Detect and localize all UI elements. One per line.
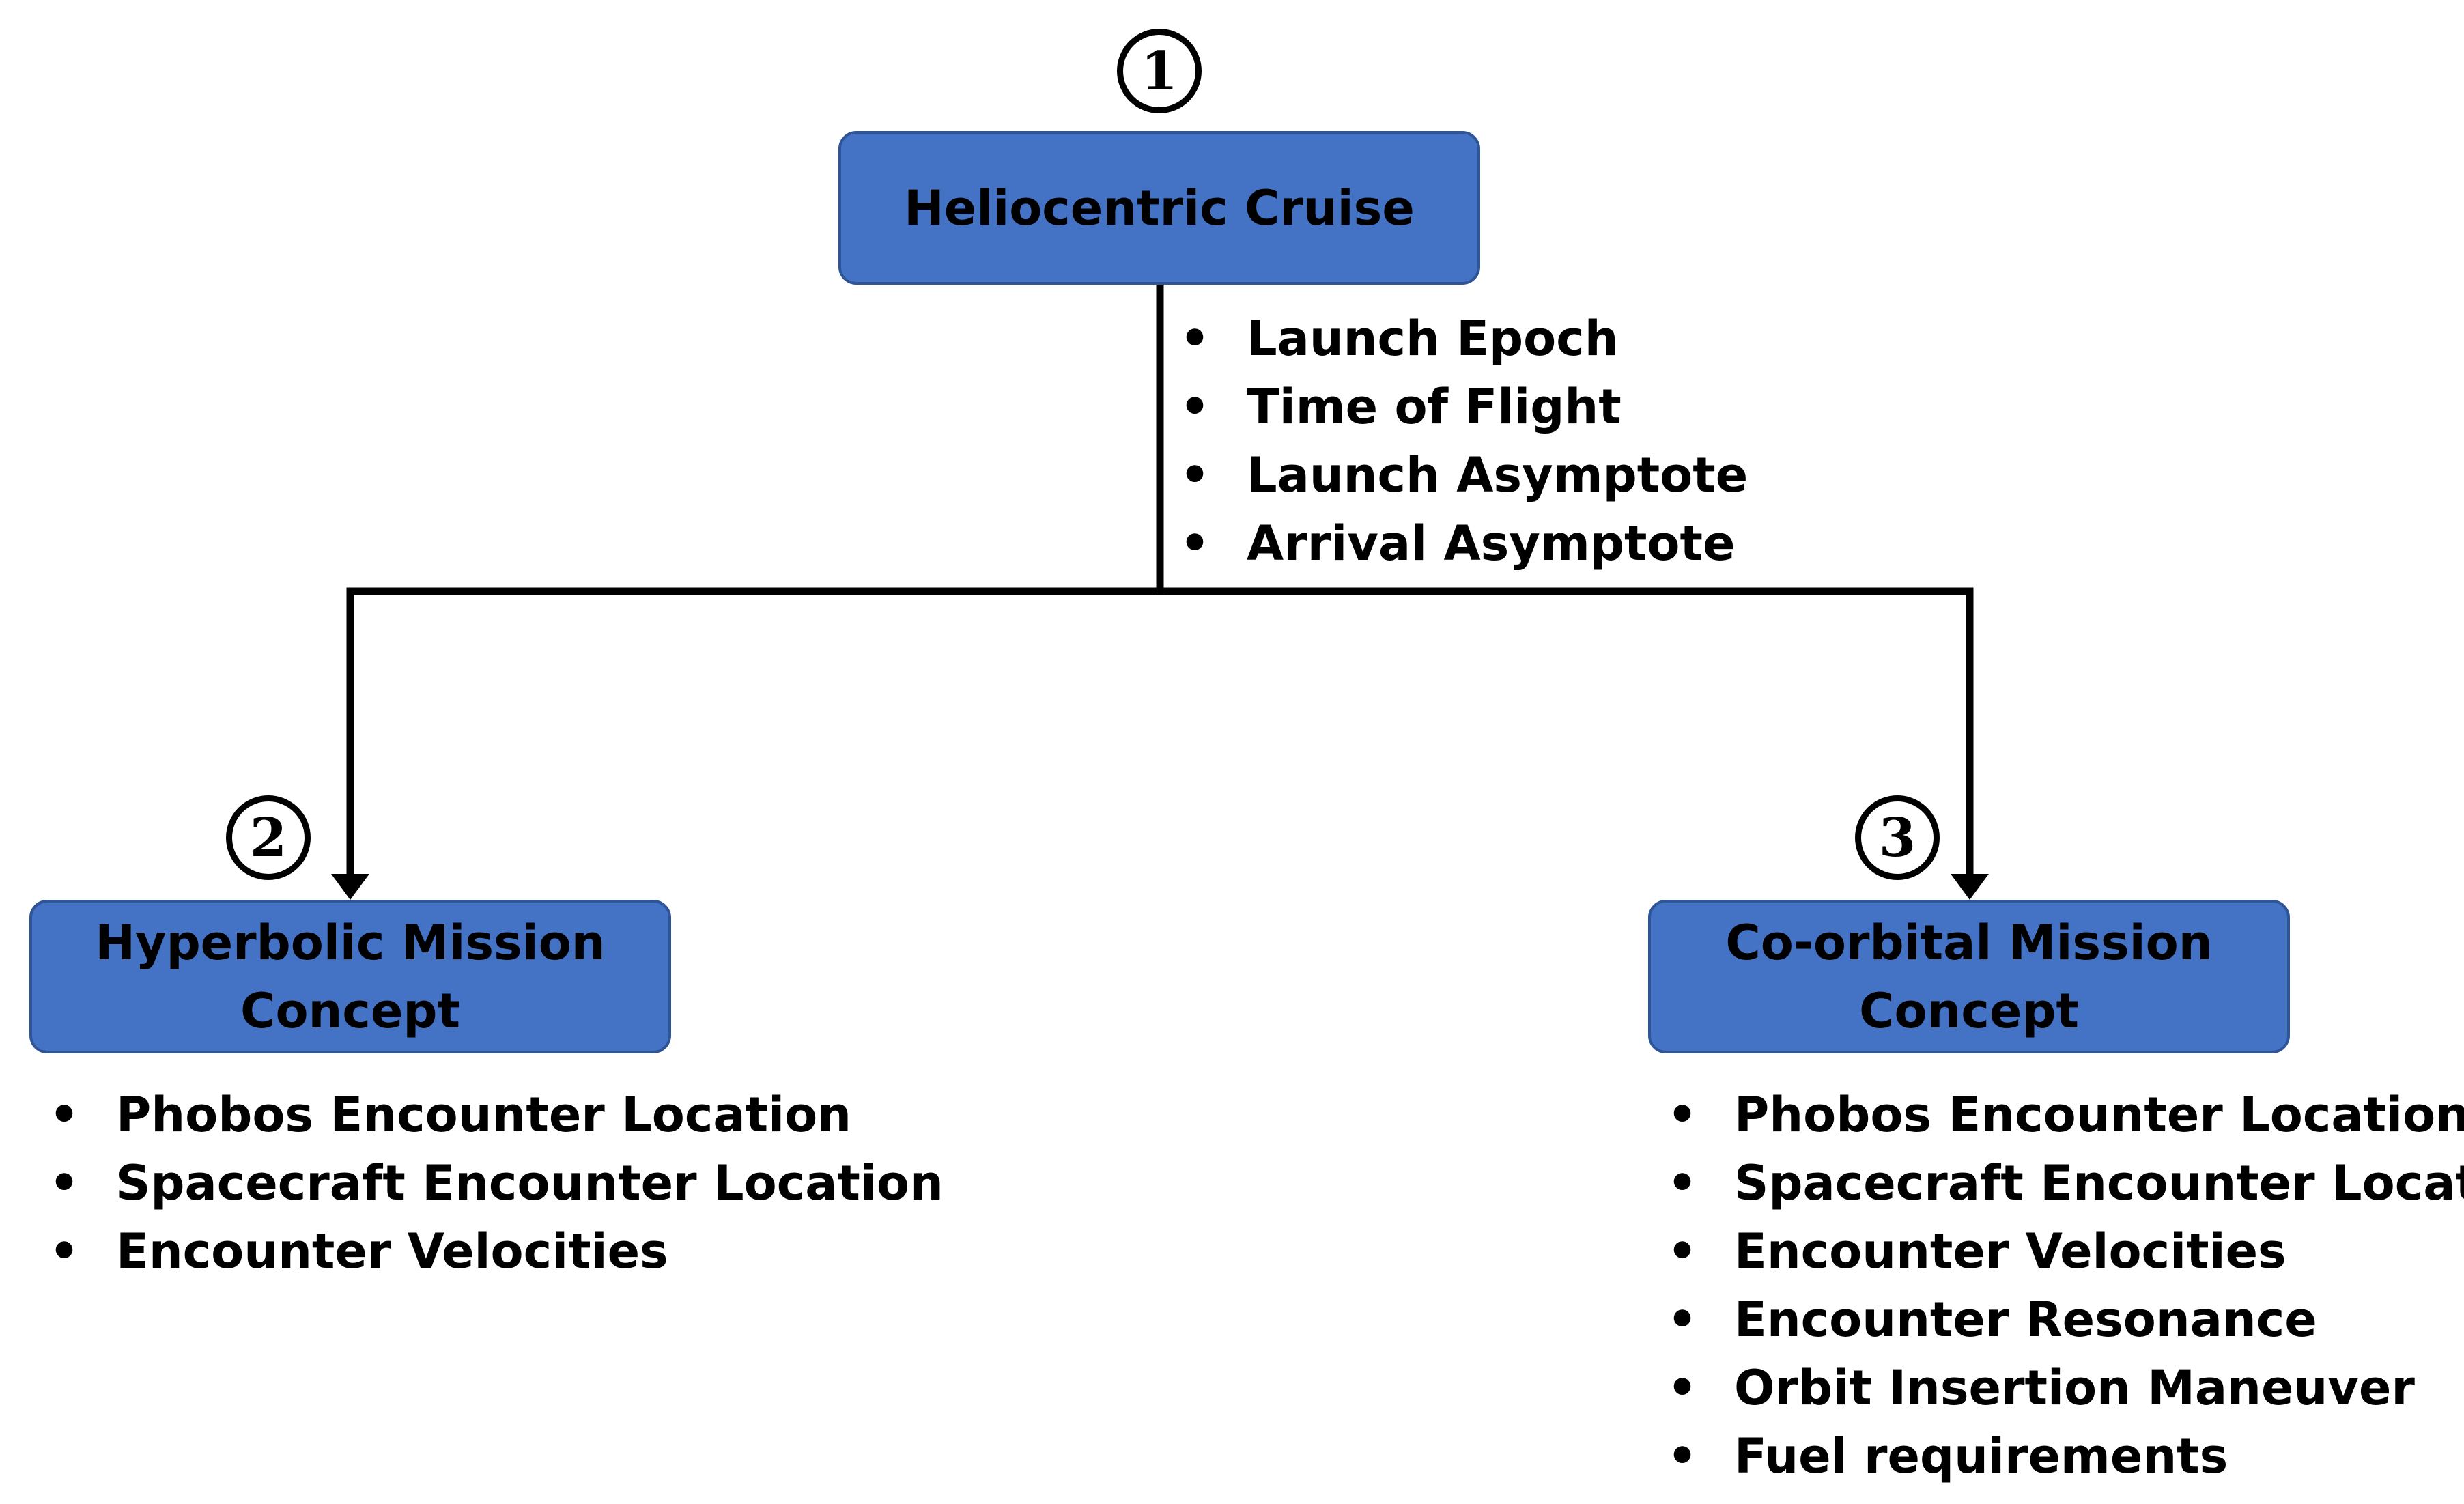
step-badge-3: 3 [1855,795,1940,880]
list-item: • Arrival Asymptote [1178,509,1748,578]
root-node-box: Heliocentric Cruise [838,131,1480,285]
list-item-text: Spacecraft Encounter Location [1734,1155,2464,1211]
list-item-text: Arrival Asymptote [1247,515,1736,571]
list-item: • Time of Flight [1178,373,1748,441]
list-item: • Encounter Velocities [1666,1217,2464,1286]
root-parameter-list: • Launch Epoch • Time of Flight • Launch Asym… [1178,304,1748,578]
bullet-icon: • [1667,1360,1698,1416]
list-item-text: Encounter Velocities [1734,1223,2286,1279]
list-item: • Phobos Encounter Location [1666,1081,2464,1149]
root-node-title: Heliocentric Cruise [904,180,1415,236]
bullet-icon: • [1179,311,1210,367]
list-item: • Launch Asymptote [1178,441,1748,509]
list-item: • Encounter Velocities [48,1217,944,1286]
step-number: 3 [1878,806,1916,869]
right-node-box: Co-orbital Mission Concept [1648,900,2290,1053]
right-branch-line [1160,587,1974,874]
bullet-icon: • [48,1155,80,1211]
step-number: 1 [1140,40,1178,102]
list-item-text: Spacecraft Encounter Location [116,1155,944,1211]
list-item-text: Phobos Encounter Location [1734,1087,2464,1143]
list-item: • Spacecraft Encounter Location [1666,1149,2464,1217]
list-item-text: Orbit Insertion Maneuver [1734,1360,2415,1416]
list-item: • Phobos Encounter Location [48,1081,944,1149]
list-item: • Launch Epoch [1178,304,1748,373]
list-item: • Encounter Resonance [1666,1286,2464,1354]
left-node-title-line1: Hyperbolic Mission [95,914,606,971]
list-item-text: Launch Asymptote [1247,447,1748,503]
list-item-text: Phobos Encounter Location [116,1087,852,1143]
bullet-icon: • [1179,379,1210,435]
bullet-icon: • [1667,1292,1698,1348]
step-number: 2 [249,806,287,869]
list-item-text: Time of Flight [1247,379,1622,435]
left-node-title-line2: Concept [240,982,460,1039]
bullet-icon: • [1179,515,1210,571]
list-item-text: Fuel requirements [1734,1428,2228,1484]
list-item: • Orbit Insertion Maneuver [1666,1354,2464,1422]
step-badge-2: 2 [226,795,311,880]
left-parameter-list: • Phobos Encounter Location • Spacecraft En… [48,1081,944,1286]
list-item-text: Encounter Velocities [116,1223,668,1279]
list-item-text: Launch Epoch [1247,311,1619,367]
left-branch-line [346,587,1160,874]
list-item-text: Encounter Resonance [1734,1292,2317,1348]
bullet-icon: • [1667,1087,1698,1143]
bullet-icon: • [1667,1223,1698,1279]
list-item: • Fuel requirements [1666,1422,2464,1490]
list-item: • Spacecraft Encounter Location [48,1149,944,1217]
bullet-icon: • [1179,447,1210,503]
left-node-box: Hyperbolic Mission Concept [29,900,671,1053]
right-parameter-list: • Phobos Encounter Location • Spacecraft En… [1666,1081,2464,1490]
step-badge-1: 1 [1117,29,1202,113]
bullet-icon: • [48,1223,80,1279]
right-arrowhead [1951,874,1989,900]
bullet-icon: • [1667,1155,1698,1211]
bullet-icon: • [1667,1428,1698,1484]
right-node-title-line2: Concept [1859,982,2079,1039]
bullet-icon: • [48,1087,80,1143]
left-arrowhead [331,874,369,900]
right-node-title-line1: Co-orbital Mission [1725,914,2213,971]
